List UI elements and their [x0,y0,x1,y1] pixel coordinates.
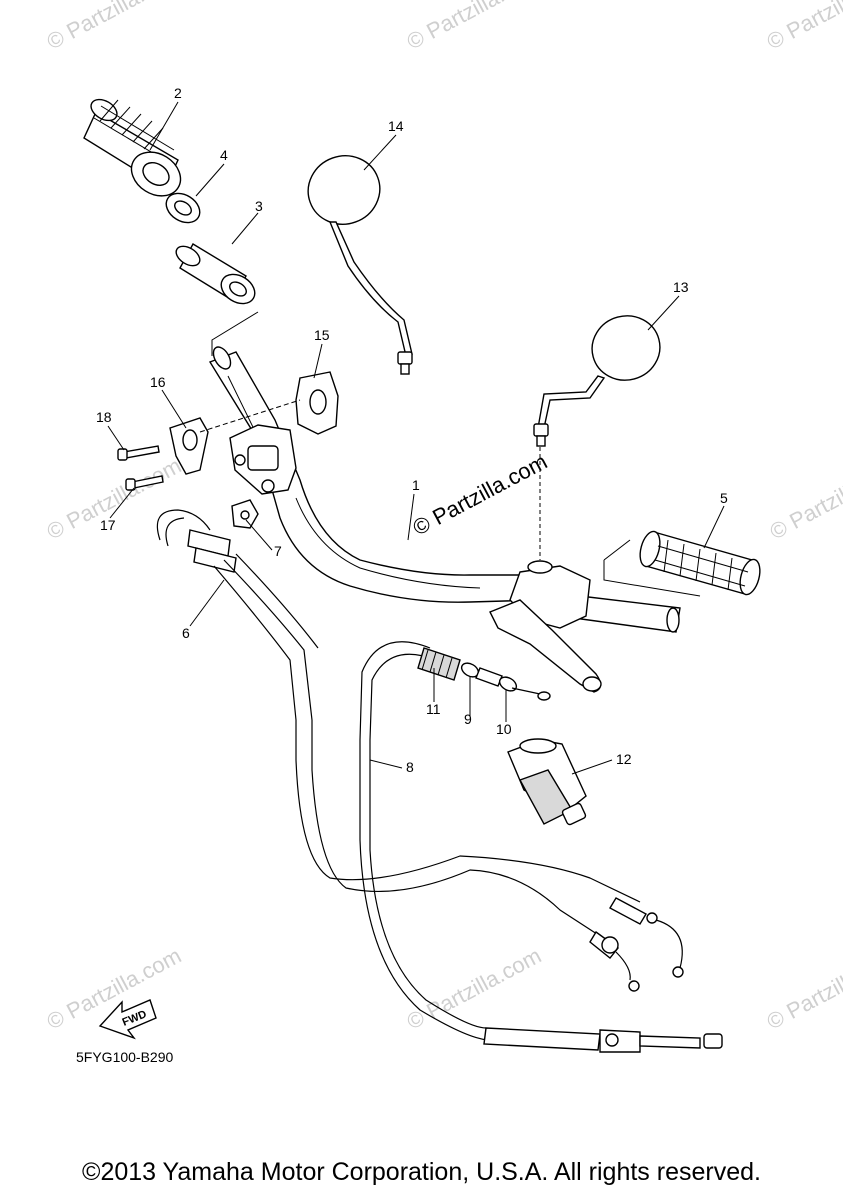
diagram-code: 5FYG100-B290 [76,1049,173,1065]
label-11: 11 [426,701,441,717]
label-6: 6 [182,625,190,641]
leader-lines [107,101,725,775]
label-13: 13 [673,279,689,295]
grip-washer [165,192,201,224]
watermark-bottom-center: © Partzilla.com [403,943,546,1035]
label-8: 8 [406,759,414,775]
right-grip [639,530,761,596]
watermark-top-left: © Partzilla.com [43,0,186,54]
adjuster-10 [475,667,551,701]
label-4: 4 [220,147,228,163]
throttle-housing [229,424,297,495]
label-7: 7 [274,543,282,559]
handlebar-clamp-16 [169,417,209,475]
switch-12 [507,738,587,826]
right-grip-leader-box [603,560,701,597]
clamp-alignment-line [199,399,301,433]
handlebar-right-end [573,595,681,633]
part-labels: 2 4 3 14 13 15 16 18 17 7 6 1 5 11 9 10 … [96,85,728,775]
screw-17 [125,475,164,491]
label-5: 5 [720,490,728,506]
throttle-cables [156,509,684,992]
cable-adjuster-11 [417,647,461,681]
watermark-center: © Partzilla.com [409,449,552,541]
label-16: 16 [150,374,166,390]
left-grip [83,98,182,197]
clutch-lever-assembly [489,560,602,693]
right-grip-leader-diag [603,539,631,561]
watermark-mid-right: © Partzilla.com [766,453,843,545]
label-3: 3 [255,198,263,214]
screw-18 [117,445,160,461]
cable-clamp-15 [295,371,339,435]
throttle-grip-tube [175,243,256,305]
mirror-left [307,155,413,375]
left-grip-leader [211,311,259,356]
label-18: 18 [96,409,112,425]
label-2: 2 [174,85,182,101]
label-10: 10 [496,721,512,737]
copyright-notice: ©2013 Yamaha Motor Corporation, U.S.A. A… [82,1158,761,1186]
mirror-right [533,315,661,447]
label-14: 14 [388,118,404,134]
clutch-cable [359,641,723,1053]
label-17: 17 [100,517,116,533]
watermark-top-center: © Partzilla.com [403,0,546,54]
cable-guide-7 [231,499,259,529]
watermark-top-right: © Partzilla.com [763,0,843,54]
label-12: 12 [616,751,632,767]
label-15: 15 [314,327,330,343]
fwd-arrow-icon: FWD [98,999,157,1040]
label-9: 9 [464,711,472,727]
label-1: 1 [412,477,420,493]
watermark-bottom-right: © Partzilla.com [763,943,843,1035]
